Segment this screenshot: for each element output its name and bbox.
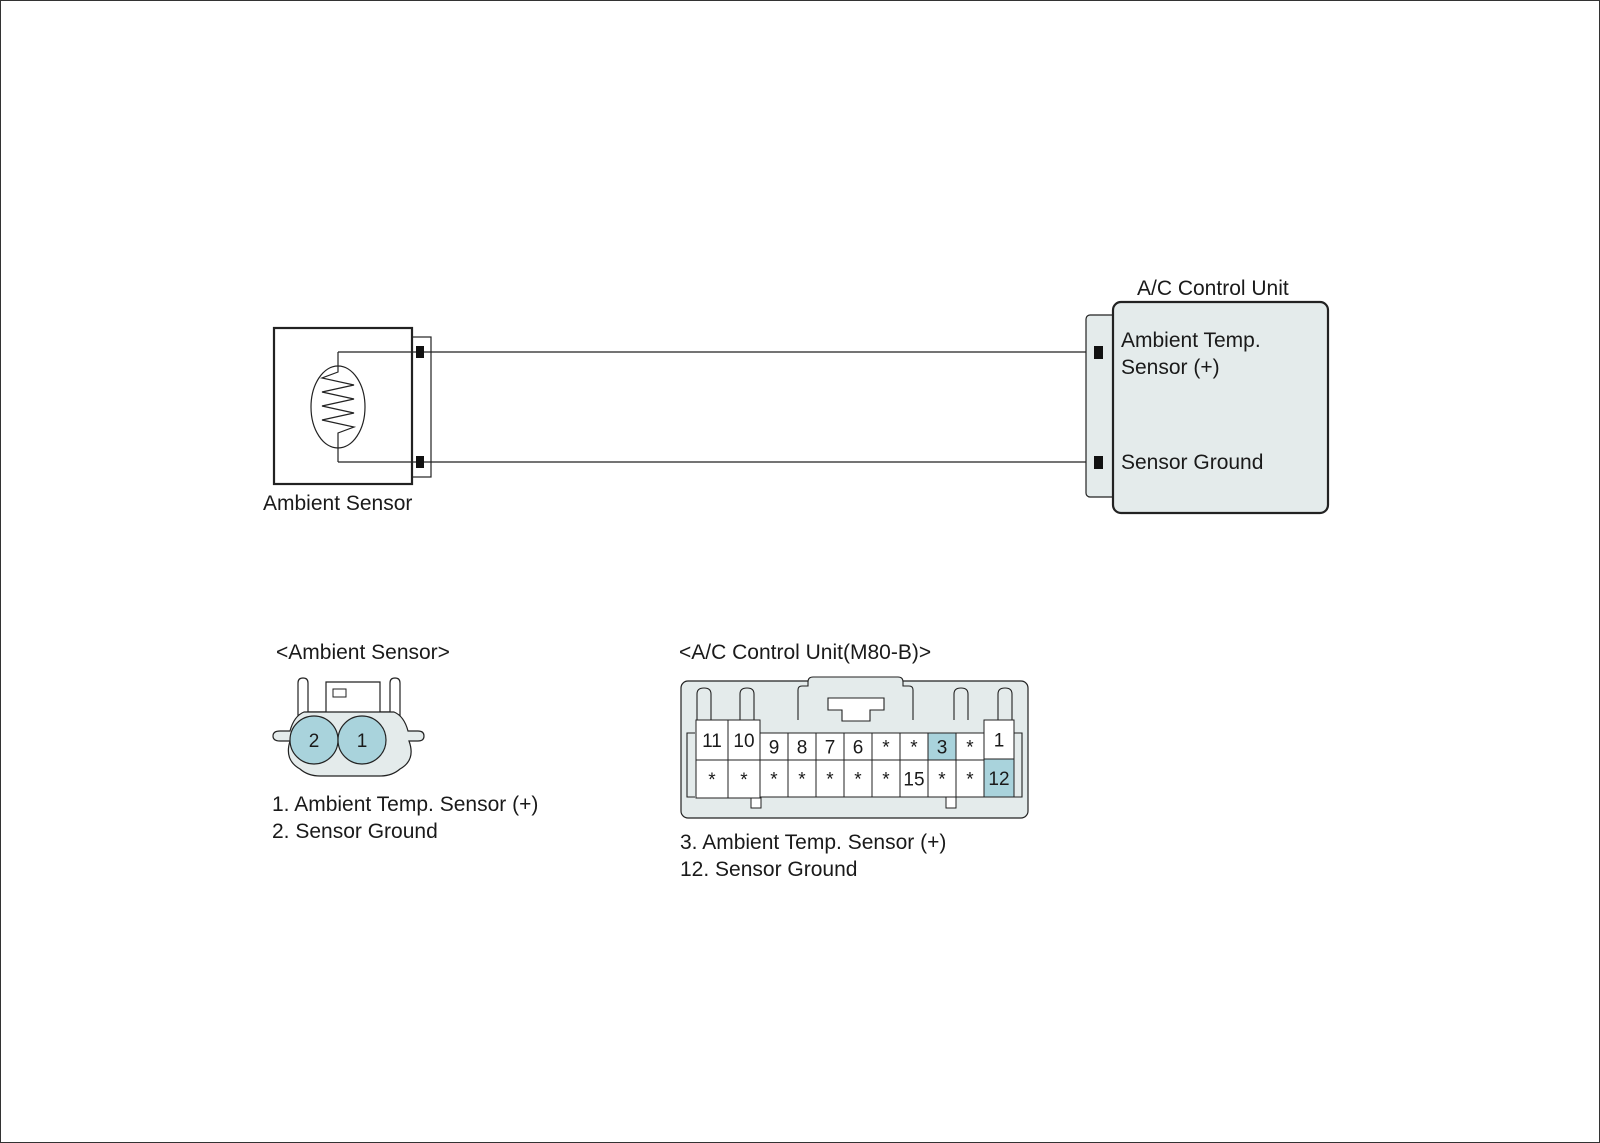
unit-pin-top-2-label: 9 <box>769 738 780 759</box>
unit-pin-bottom-4-label: * <box>826 770 834 791</box>
unit-connector-pins: 11 * 10 * 9 * 8 * 7 * 6 * * * * 15 3 * * * 1 12 <box>695 719 1015 799</box>
unit-pin-bottom-7-label: 15 <box>903 770 924 791</box>
unit-connector-legend-2: 12. Sensor Ground <box>680 858 857 881</box>
sensor-terminal-2 <box>416 456 424 468</box>
unit-pin-bottom-0-label: * <box>708 770 716 791</box>
unit-connector-side-left <box>686 732 695 798</box>
unit-pin-top-10-label: 1 <box>994 731 1005 752</box>
unit-pin-top-10 <box>983 719 1015 760</box>
unit-pin-bottom-9 <box>955 759 985 798</box>
sensor-connector-legend-1: 1. Ambient Temp. Sensor (+) <box>272 793 538 816</box>
unit-pin-bottom-6-label: * <box>882 770 890 791</box>
unit-pin-top-0-label: 11 <box>702 731 722 752</box>
unit-pin-label-1-line1: Ambient Temp. <box>1121 329 1261 352</box>
unit-terminal-1 <box>1094 346 1103 359</box>
unit-connector-lock <box>827 697 885 722</box>
unit-connector-rib-4 <box>997 687 1013 720</box>
unit-pin-bottom-10 <box>983 758 1015 798</box>
unit-pin-bottom-6 <box>871 759 901 798</box>
thermistor-resistor-icon <box>319 352 357 462</box>
unit-pin-bottom-1 <box>727 759 761 799</box>
unit-connector-tab-right <box>945 796 957 809</box>
unit-pin-top-1-label: 10 <box>733 731 754 752</box>
unit-connector-rib-3 <box>953 687 969 720</box>
unit-connector-rib-1 <box>696 687 712 720</box>
ac-control-unit-title: A/C Control Unit <box>1137 277 1289 300</box>
unit-pin-bottom-1-label: * <box>740 770 748 791</box>
unit-connector-side-right <box>1014 732 1023 798</box>
unit-pin-bottom-3 <box>787 759 817 798</box>
sensor-pin-1-label: 1 <box>357 731 368 752</box>
unit-pin-bottom-5-label: * <box>854 770 862 791</box>
sensor-pin-2-label: 2 <box>309 731 320 752</box>
ambient-sensor-connector-view: <Ambient Sensor> 2 1 1. Ambient Temp. Se… <box>272 641 538 843</box>
unit-pin-top-8-label: 3 <box>937 738 948 759</box>
unit-pin-top-2 <box>759 732 789 761</box>
unit-pin-bottom-2-label: * <box>770 770 778 791</box>
unit-pin-bottom-4 <box>815 759 845 798</box>
unit-pin-bottom-5 <box>843 759 873 798</box>
unit-pin-top-7 <box>899 732 929 761</box>
sensor-connector-lock <box>332 688 347 698</box>
unit-pin-bottom-8-label: * <box>938 770 946 791</box>
unit-pin-top-9-label: * <box>966 738 974 759</box>
unit-connector-tab-left <box>750 796 762 809</box>
ambient-sensor-component: Ambient Sensor <box>263 326 432 515</box>
unit-pin-top-5-label: 6 <box>853 738 864 759</box>
ambient-sensor-label: Ambient Sensor <box>263 492 412 515</box>
unit-pin-bottom-0 <box>695 759 729 799</box>
unit-pin-bottom-8 <box>927 759 957 798</box>
unit-connector-legend-1: 3. Ambient Temp. Sensor (+) <box>680 831 946 854</box>
sensor-connector-legend-2: 2. Sensor Ground <box>272 820 438 843</box>
sensor-connector-title: <Ambient Sensor> <box>276 641 450 664</box>
unit-terminal-2 <box>1094 456 1103 469</box>
ac-unit-connector-view: <A/C Control Unit(M80-B)> 11 * 10 * 9 * 8 * 7 * 6 *… <box>679 641 1029 881</box>
unit-pin-top-4-label: 7 <box>825 738 836 759</box>
unit-pin-top-7-label: * <box>910 738 918 759</box>
unit-connector-rib-2 <box>739 687 755 720</box>
sensor-pin-1 <box>337 715 387 765</box>
unit-pin-bottom-9-label: * <box>966 770 974 791</box>
unit-pin-bottom-2 <box>759 759 789 798</box>
ac-control-unit-component: A/C Control Unit Ambient Temp. Sensor (+… <box>1085 277 1330 515</box>
unit-body <box>1111 300 1330 515</box>
unit-pin-top-3-label: 8 <box>797 738 808 759</box>
unit-pin-bottom-10-label: 12 <box>988 769 1009 790</box>
unit-pin-bottom-7 <box>899 759 929 798</box>
unit-connector-title: <A/C Control Unit(M80-B)> <box>679 641 931 664</box>
sensor-terminal-1 <box>416 346 424 358</box>
unit-pin-top-6-label: * <box>882 738 890 759</box>
unit-pin-bottom-3-label: * <box>798 770 806 791</box>
unit-pin-label-2: Sensor Ground <box>1121 451 1263 474</box>
unit-pin-label-1-line2: Sensor (+) <box>1121 356 1220 379</box>
